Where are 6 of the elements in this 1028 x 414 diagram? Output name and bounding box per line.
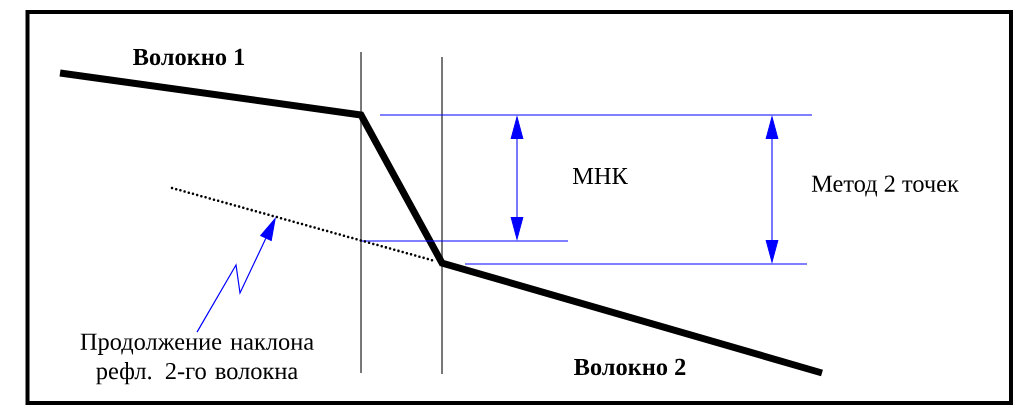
dimension-label: Метод 2 точек [811,175,959,197]
dotted-line [170,186,434,262]
fiber-label: Волокно 1 [133,48,245,66]
fiber-label: Волокно 2 [574,358,686,376]
dimension-label: МНК [572,168,628,184]
callout-text: Продолжение наклона рефл. 2-го волокна [80,333,314,385]
